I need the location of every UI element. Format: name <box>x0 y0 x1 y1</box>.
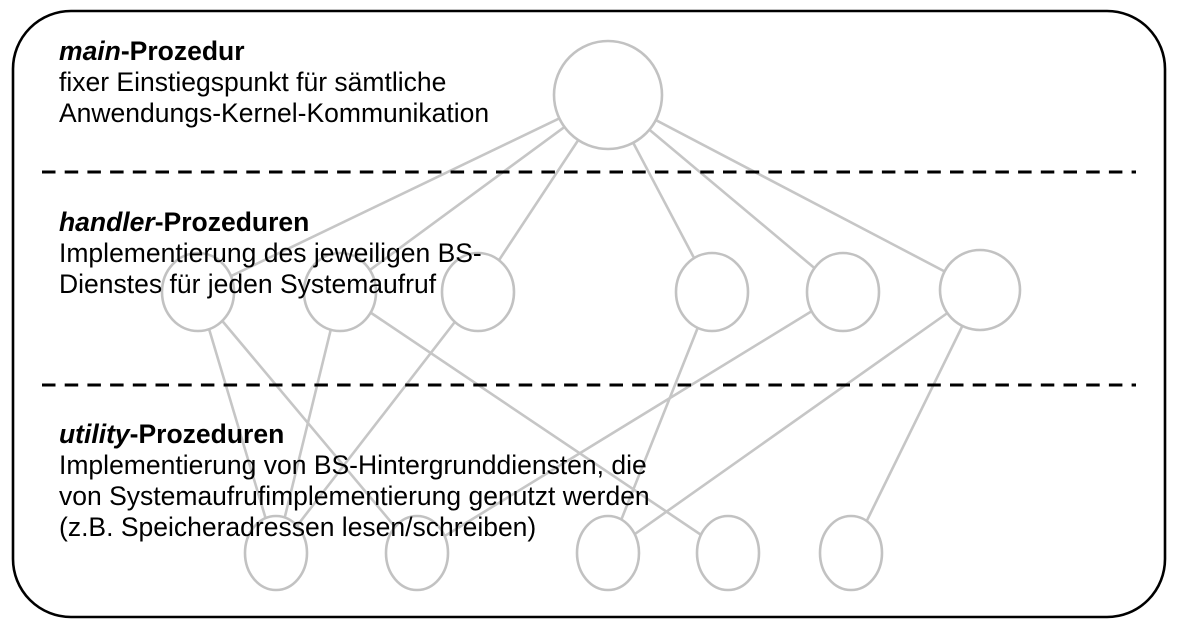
diagram-border <box>11 9 1167 619</box>
node-handler-1-procedure <box>160 251 236 333</box>
call-edge-handler-5-to-utility-2 <box>416 290 844 555</box>
call-edge-main-to-handler-6 <box>607 93 981 292</box>
node-utility-4-procedure <box>695 514 761 592</box>
node-handler-3-procedure <box>440 251 516 333</box>
handler-layer-desc-line-2: Dienstes für jeden Systemaufruf <box>59 269 437 299</box>
main-layer-title: main-Prozedur <box>59 36 245 66</box>
handler-layer-label: handler-Prozeduren Implementierung des j… <box>59 207 482 300</box>
call-edge-handler-1-to-utility-1 <box>196 291 278 554</box>
node-utility-5-procedure <box>818 514 884 592</box>
call-edge-handler-6-to-utility-3 <box>607 288 981 555</box>
node-handler-4-procedure <box>674 251 750 333</box>
call-edge-handler-2-to-utility-1 <box>274 291 342 554</box>
call-edge-main-to-handler-1 <box>197 93 609 294</box>
main-layer-desc-line-2: Anwendungs-Kernel-Kommunikation <box>59 98 490 128</box>
node-handler-2-procedure <box>302 251 378 333</box>
main-layer-desc-line-1: fixer Einstiegspunkt für sämtliche <box>59 67 447 97</box>
handler-layer-title: handler-Prozeduren <box>59 207 310 237</box>
utility-layer-desc-line-1: Implementierung von BS-Hintergrunddienst… <box>59 450 647 480</box>
node-main-procedure <box>552 39 664 151</box>
handler-layer-desc-line-1: Implementierung des jeweiligen BS- <box>59 238 482 268</box>
node-utility-2-procedure <box>384 514 450 592</box>
node-handler-5-procedure <box>805 251 881 333</box>
node-utility-3-procedure <box>575 514 641 592</box>
utility-layer-title: utility-Prozeduren <box>59 419 285 449</box>
call-edge-handler-6-to-utility-5 <box>849 289 982 554</box>
call-edge-main-to-handler-2 <box>339 93 609 294</box>
call-edge-handler-3-to-utility-1 <box>274 291 480 554</box>
call-edge-handler-4-to-utility-3 <box>606 291 714 554</box>
node-handler-6-procedure <box>938 248 1022 332</box>
utility-layer-desc-line-2: von Systemaufrufimplementierung genutzt … <box>59 481 650 511</box>
utility-layer-desc-line-3: (z.B. Speicheradressen lesen/schreiben) <box>59 512 537 542</box>
main-layer-label: main-Prozedur fixer Einstiegspunkt für s… <box>59 36 489 129</box>
utility-layer-label: utility-Prozeduren Implementierung von B… <box>59 419 650 543</box>
call-edge-handler-2-to-utility-4 <box>339 290 729 555</box>
node-utility-1-procedure <box>243 514 309 592</box>
